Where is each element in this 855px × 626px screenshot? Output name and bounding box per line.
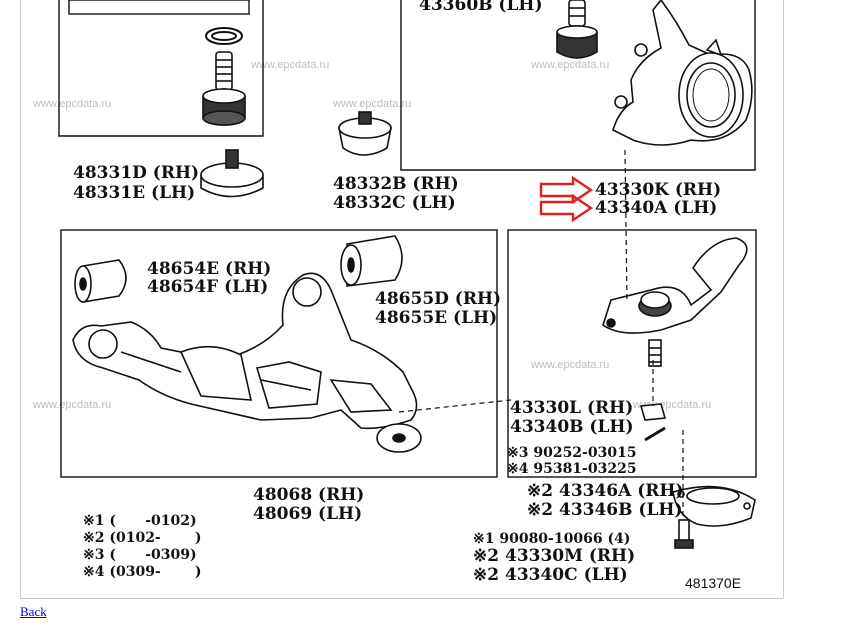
upper-arm-inner-box <box>68 0 250 15</box>
knuckle-ball-joint <box>556 0 598 59</box>
label-90252: ※3 90252-03015 <box>507 445 637 461</box>
label-48331d: 48331D (RH) <box>73 163 199 183</box>
label-48069: 48069 (LH) <box>253 504 362 524</box>
watermark: www.epcdata.ru <box>332 98 411 110</box>
watermark: www.epcdata.ru <box>530 359 609 371</box>
upper-ball-joint <box>202 51 246 126</box>
upper-arm-box <box>58 0 264 137</box>
knuckle-box <box>400 0 756 171</box>
label-43340a: 43340A (LH) <box>595 198 717 218</box>
back-link[interactable]: Back <box>20 604 47 619</box>
bolt <box>674 519 694 549</box>
watermark: www.epcdata.ru <box>530 59 609 71</box>
label-43330k: 43330K (RH) <box>595 180 721 200</box>
lower-arm-box <box>60 229 498 478</box>
bumper-48332 <box>338 111 392 156</box>
label-48654e: 48654E (RH) <box>147 259 271 279</box>
diagram-canvas: www.epcdata.ru www.epcdata.ru www.epcdat… <box>32 0 757 591</box>
label-43340b: 43340B (LH) <box>510 417 634 437</box>
bushing-48655 <box>340 235 403 287</box>
label-48655d: 48655D (RH) <box>375 289 501 309</box>
label-48654f: 48654F (LH) <box>147 277 268 297</box>
group-boxes <box>58 0 757 478</box>
footnotes: ※1 ( -0102) ※2 (0102- ) ※3 ( -0309) ※4 (… <box>83 513 202 580</box>
bumper-48331 <box>200 149 264 198</box>
footnote: ※3 ( -0309) <box>83 547 197 563</box>
label-90080: ※1 90080-10066 (4) <box>473 531 630 547</box>
label-48068: 48068 (RH) <box>253 485 364 505</box>
footnote: ※4 (0309- ) <box>83 564 202 580</box>
label-43360b: 43360B (LH) <box>419 0 543 15</box>
label-95381: ※4 95381-03225 <box>507 461 637 477</box>
lower-ball-joint <box>602 237 748 367</box>
castle-nut <box>639 403 667 442</box>
lower-control-arm <box>72 272 422 453</box>
label-48331e: 48331E (LH) <box>73 183 195 203</box>
bushing-48654 <box>74 259 127 303</box>
watermark: www.epcdata.ru <box>250 59 329 71</box>
footnote: ※2 (0102- ) <box>83 530 202 546</box>
label-43346a: ※2 43346A (RH) <box>527 481 684 501</box>
diagram-code: 481370E <box>685 575 741 591</box>
watermark: www.epcdata.ru <box>32 399 111 411</box>
parts-diagram: www.epcdata.ru www.epcdata.ru www.epcdat… <box>20 0 784 599</box>
label-43340c: ※2 43340C (LH) <box>473 565 628 585</box>
label-48332b: 48332B (RH) <box>333 174 459 194</box>
arrow-icon <box>539 193 594 223</box>
label-48332c: 48332C (LH) <box>333 193 456 213</box>
label-48655e: 48655E (LH) <box>375 308 497 328</box>
label-43330m: ※2 43330M (RH) <box>473 546 635 566</box>
label-43330l: 43330L (RH) <box>510 398 633 418</box>
watermark: www.epcdata.ru <box>32 98 111 110</box>
leader-lines <box>398 149 684 520</box>
arrow-icon <box>539 175 594 205</box>
snap-ring <box>205 27 243 45</box>
highlight-arrows <box>539 175 594 223</box>
footnote: ※1 ( -0102) <box>83 513 197 529</box>
ball-joint-box <box>507 229 757 478</box>
label-43346b: ※2 43346B (LH) <box>527 500 683 520</box>
steering-knuckle <box>612 0 753 146</box>
